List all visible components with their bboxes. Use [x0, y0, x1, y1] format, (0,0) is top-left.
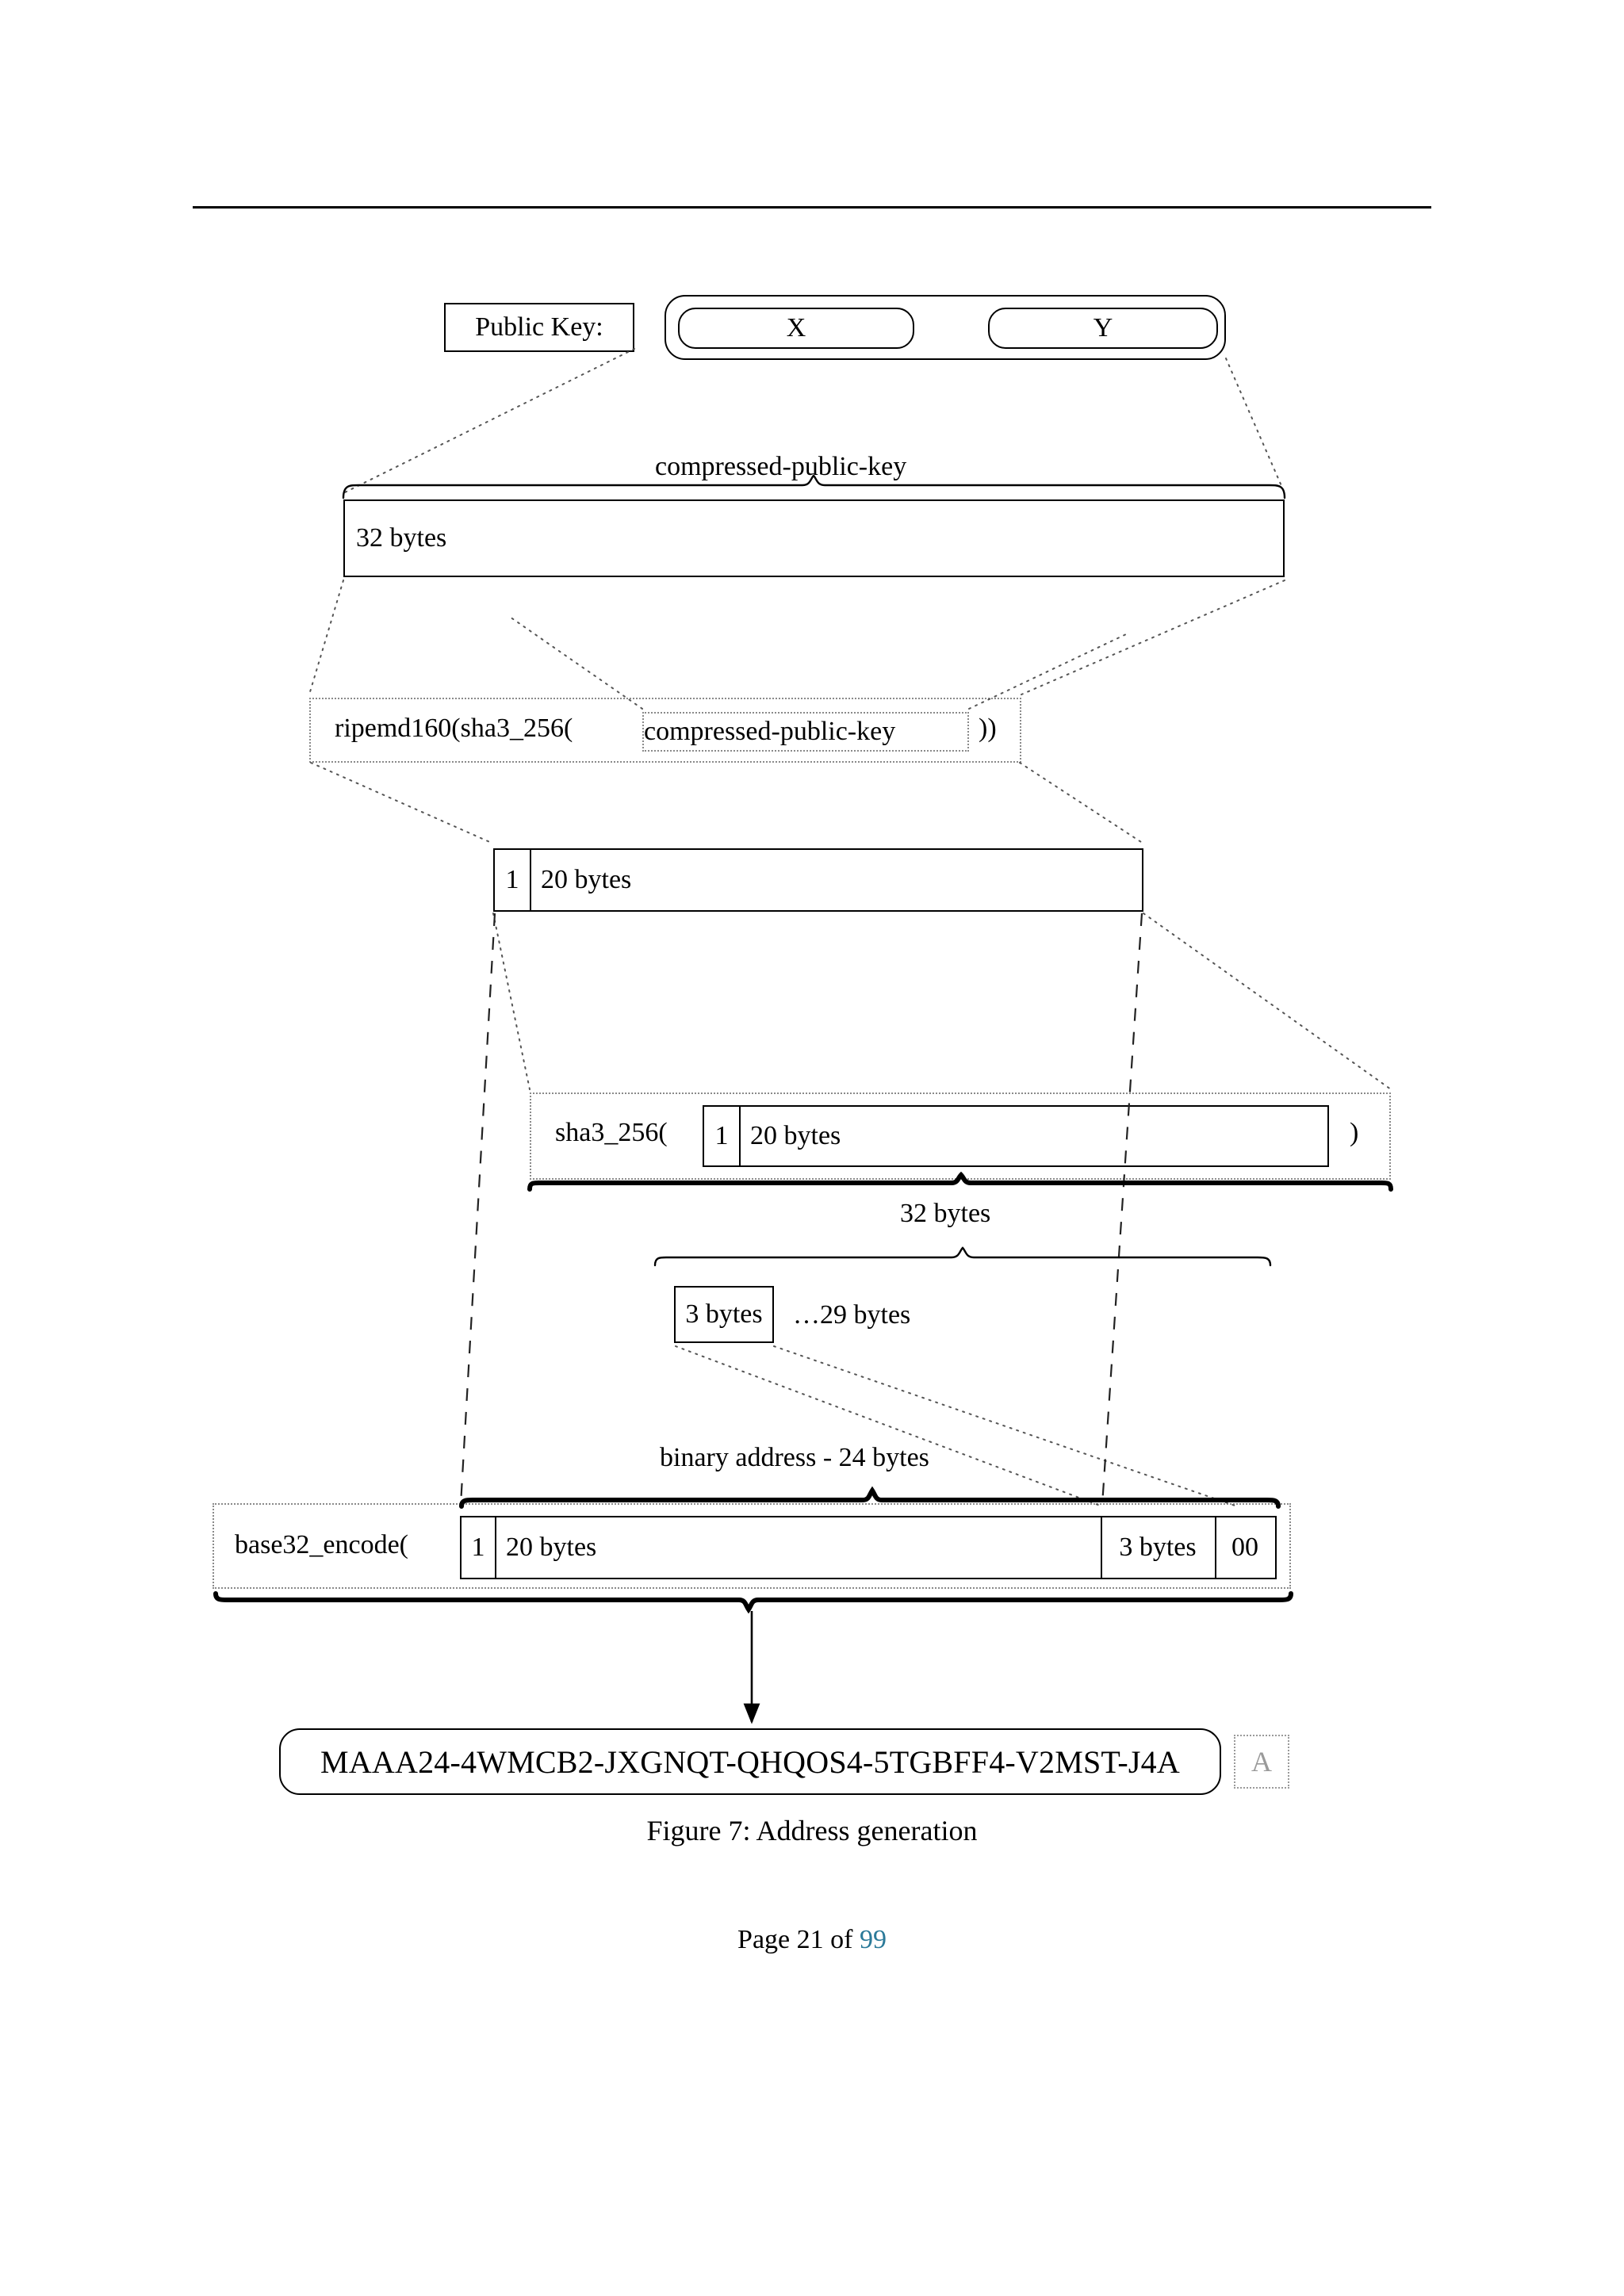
final-address-value: MAAA24-4WMCB2-JXGNQT-QHQOS4-5TGBFF4-V2MS…: [320, 1743, 1180, 1780]
hash-expression-suffix: )): [979, 714, 997, 743]
ripemd-body-label: 20 bytes: [541, 865, 632, 894]
sha3-version-cell: 1: [704, 1107, 739, 1165]
ripemd-body-cell: 20 bytes: [530, 850, 1142, 910]
ripemd-cell-divider: [530, 850, 531, 910]
header-rule: [193, 206, 1431, 209]
binary-address-brace-label: binary address - 24 bytes: [660, 1443, 929, 1472]
final-address-box: MAAA24-4WMCB2-JXGNQT-QHQOS4-5TGBFF4-V2MS…: [279, 1728, 1221, 1795]
checksum-rest-label: …29 bytes: [793, 1300, 911, 1330]
hash-expression-box: [309, 698, 1021, 763]
address-prefix-badge: A: [1234, 1735, 1289, 1789]
sha3-body-label: 20 bytes: [750, 1121, 841, 1150]
public-key-label: Public Key:: [475, 312, 603, 342]
public-key-x-box: X: [678, 308, 914, 349]
sha3-expression-suffix: ): [1350, 1118, 1359, 1147]
hash-expression-prefix: ripemd160(sha3_256(: [335, 714, 573, 743]
checksum-box: 3 bytes: [674, 1286, 774, 1343]
binary-address-padding-label: 00: [1231, 1533, 1258, 1562]
page-footer: Page 21 of 99: [0, 1925, 1624, 1955]
compressed-key-box: 32 bytes: [343, 499, 1285, 577]
ripemd-version-byte: 1: [505, 865, 519, 894]
sha3-cell-divider: [739, 1107, 741, 1165]
sha3-version-byte: 1: [714, 1121, 729, 1150]
sha3-expression-prefix: sha3_256(: [555, 1118, 668, 1147]
binary-address-checksum-cell: 3 bytes: [1101, 1517, 1215, 1578]
total-pages-link[interactable]: 99: [859, 1925, 887, 1954]
hash-expression-argument: compressed-public-key: [644, 717, 896, 746]
sha3-input-box: 1 20 bytes: [703, 1105, 1329, 1167]
public-key-x-label: X: [786, 313, 806, 342]
page-footer-prefix: Page 21 of: [737, 1925, 860, 1954]
binary-address-checksum-label: 3 bytes: [1119, 1533, 1197, 1562]
public-key-label-box: Public Key:: [444, 303, 634, 352]
ripemd-result-box: 1 20 bytes: [493, 848, 1143, 912]
sha3-output-brace-label: 32 bytes: [900, 1199, 991, 1228]
base32-encode-prefix: base32_encode(: [235, 1530, 409, 1559]
binary-address-box: 1 20 bytes 3 bytes 00: [460, 1516, 1277, 1579]
checksum-size-label: 3 bytes: [685, 1299, 763, 1329]
binary-address-version-cell: 1: [462, 1517, 495, 1578]
binary-address-padding-cell: 00: [1215, 1517, 1275, 1578]
compressed-public-key-brace-label: compressed-public-key: [655, 452, 907, 481]
sha3-body-cell: 20 bytes: [739, 1107, 1327, 1165]
binary-address-body-cell: 20 bytes: [495, 1517, 1101, 1578]
binary-address-version-byte: 1: [471, 1533, 485, 1562]
binary-address-divider-2: [1101, 1517, 1102, 1578]
binary-address-divider-3: [1215, 1517, 1216, 1578]
public-key-y-label: Y: [1093, 313, 1113, 342]
binary-address-divider-1: [495, 1517, 496, 1578]
ripemd-version-cell: 1: [495, 850, 530, 910]
binary-address-body-label: 20 bytes: [506, 1533, 597, 1562]
public-key-y-box: Y: [988, 308, 1218, 349]
hash-expression-argument-box: compressed-public-key: [642, 712, 969, 752]
figure-caption: Figure 7: Address generation: [646, 1815, 978, 1846]
address-prefix-badge-label: A: [1251, 1746, 1272, 1777]
compressed-key-size-label: 32 bytes: [356, 523, 447, 553]
